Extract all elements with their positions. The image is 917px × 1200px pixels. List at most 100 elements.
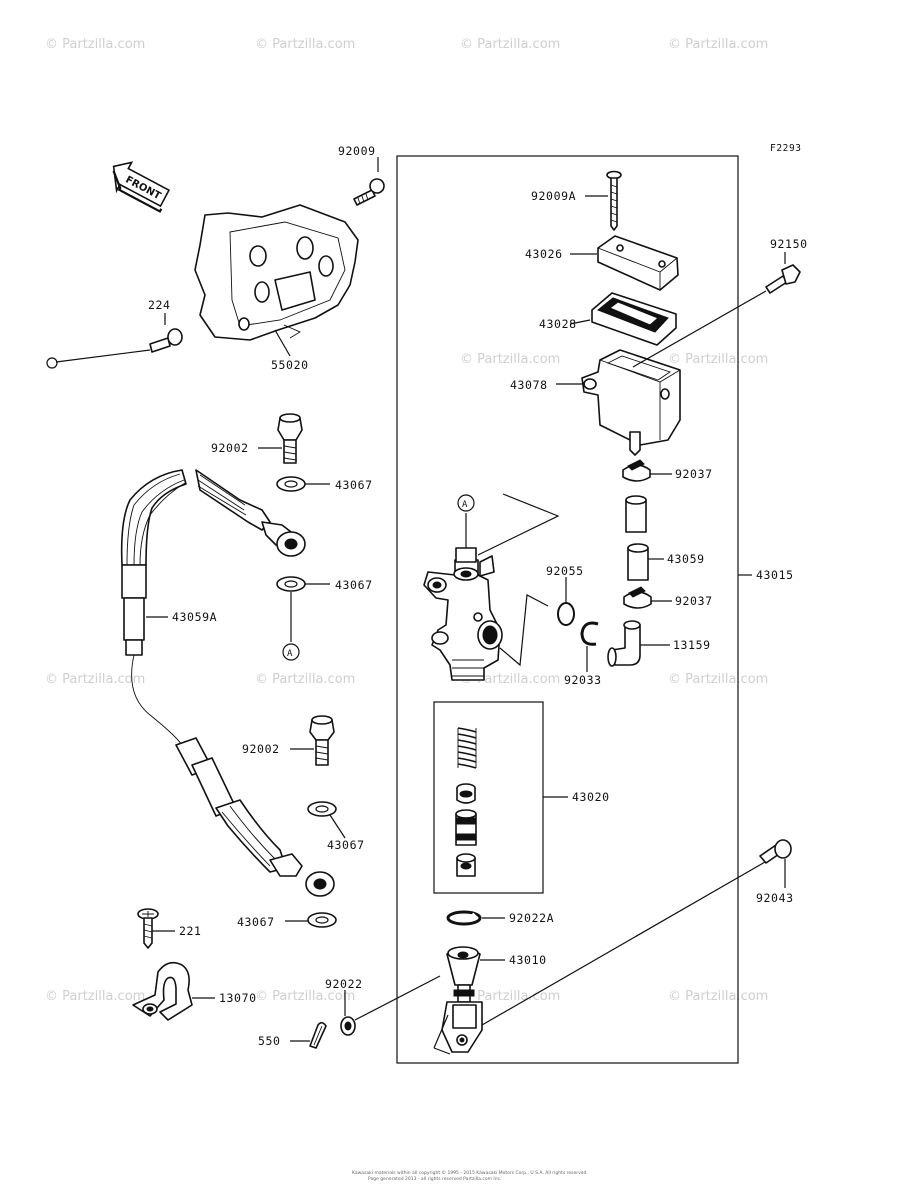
piston-cup bbox=[456, 853, 476, 877]
label-92037-lower: 92037 bbox=[675, 594, 713, 608]
label-92002-lower: 92002 bbox=[242, 742, 280, 756]
part-labels: 92009 92009A 43026 92150 43028 224 55020… bbox=[148, 144, 808, 1048]
nut-92022 bbox=[340, 1016, 356, 1036]
watermark-layer: © Partzilla.com © Partzilla.com © Partzi… bbox=[45, 37, 768, 1004]
label-92055: 92055 bbox=[546, 564, 584, 578]
assembly-frame bbox=[396, 155, 739, 1064]
leader-rod-lower2 bbox=[433, 1047, 451, 1055]
washer-4 bbox=[307, 912, 337, 928]
hose-clamp-bracket bbox=[132, 961, 193, 1021]
label-92033: 92033 bbox=[564, 673, 602, 687]
ref-marker-label: A bbox=[287, 649, 293, 659]
footer-line-2: Page generated 2013 - all rights reserve… bbox=[368, 1176, 501, 1182]
diagram-code: F2293 bbox=[770, 143, 802, 154]
elbow-fitting bbox=[607, 620, 641, 667]
label-92022: 92022 bbox=[325, 977, 363, 991]
washer-2 bbox=[276, 576, 306, 592]
watermark: © Partzilla.com bbox=[255, 989, 355, 1004]
footer-line-1: Kawasaki materials within all copyright … bbox=[352, 1169, 588, 1176]
label-92043: 92043 bbox=[756, 891, 794, 905]
master-cylinder-body bbox=[423, 547, 503, 681]
leader-rod-lower bbox=[433, 1014, 449, 1049]
label-13070: 13070 bbox=[219, 991, 257, 1005]
leader-55020 bbox=[274, 329, 291, 357]
label-92002-upper: 92002 bbox=[211, 441, 249, 455]
ref-marker-label: A bbox=[462, 500, 468, 510]
label-43059: 43059 bbox=[667, 552, 705, 566]
label-43010: 43010 bbox=[509, 953, 547, 967]
watermark: © Partzilla.com bbox=[45, 37, 145, 52]
watermark: © Partzilla.com bbox=[460, 37, 560, 52]
leader-92022-guide bbox=[354, 975, 441, 1021]
screw-92009A bbox=[606, 170, 622, 231]
reservoir-body bbox=[581, 349, 681, 456]
watermark: © Partzilla.com bbox=[668, 989, 768, 1004]
label-13159: 13159 bbox=[673, 638, 711, 652]
reservoir-hose-short bbox=[625, 495, 647, 533]
diaphragm bbox=[591, 292, 677, 346]
o-ring bbox=[557, 602, 575, 626]
spring-seat bbox=[456, 783, 476, 804]
leader-43067-c bbox=[329, 814, 346, 839]
label-92009: 92009 bbox=[338, 144, 376, 158]
label-92150: 92150 bbox=[770, 237, 808, 251]
cotter-pin bbox=[309, 1021, 327, 1049]
watermark: © Partzilla.com bbox=[668, 37, 768, 52]
ref-marker-a-lower bbox=[282, 643, 300, 661]
label-43059A: 43059A bbox=[172, 610, 217, 624]
banjo-bolt-upper bbox=[277, 413, 303, 464]
banjo-fitting-lower bbox=[305, 871, 335, 897]
banjo-bolt-lower bbox=[309, 715, 335, 766]
screw-221 bbox=[137, 908, 159, 949]
label-43067-c: 43067 bbox=[327, 838, 365, 852]
leader-43028 bbox=[569, 319, 591, 325]
label-43020: 43020 bbox=[572, 790, 610, 804]
front-arrow-icon: FRONT bbox=[112, 161, 171, 213]
leader-92043-guide bbox=[481, 861, 766, 1026]
bolt-224 bbox=[149, 328, 183, 353]
pin-92043 bbox=[759, 839, 792, 864]
label-43067-b: 43067 bbox=[335, 578, 373, 592]
leader-224-guide bbox=[55, 349, 151, 363]
label-224: 224 bbox=[148, 298, 171, 312]
reservoir-hose bbox=[627, 543, 649, 581]
leader-92150-guide bbox=[632, 290, 767, 368]
banjo-fitting-upper bbox=[261, 521, 306, 557]
ref-marker-a-upper bbox=[457, 494, 475, 512]
piston-kit-box bbox=[433, 701, 544, 894]
hose-clamp-lower bbox=[623, 586, 652, 609]
watermark: © Partzilla.com bbox=[668, 352, 768, 367]
leader-A-upper bbox=[477, 493, 560, 556]
snap-ring bbox=[446, 910, 482, 926]
label-43026: 43026 bbox=[525, 247, 563, 261]
watermark: © Partzilla.com bbox=[460, 352, 560, 367]
push-rod bbox=[441, 946, 483, 1053]
label-43015: 43015 bbox=[756, 568, 794, 582]
piston-spring bbox=[457, 727, 477, 769]
watermark: © Partzilla.com bbox=[668, 672, 768, 687]
watermark: © Partzilla.com bbox=[255, 37, 355, 52]
watermark: © Partzilla.com bbox=[45, 989, 145, 1004]
watermark: © Partzilla.com bbox=[460, 989, 560, 1004]
label-55020: 55020 bbox=[271, 358, 309, 372]
bolt-92150 bbox=[765, 264, 801, 294]
label-92037-upper: 92037 bbox=[675, 467, 713, 481]
leader-end bbox=[46, 357, 58, 369]
washer-1 bbox=[276, 476, 306, 492]
hose-clamp-upper bbox=[622, 459, 651, 482]
label-43067-a: 43067 bbox=[335, 478, 373, 492]
leader-bore bbox=[499, 594, 549, 667]
label-550: 550 bbox=[258, 1034, 281, 1048]
label-43078: 43078 bbox=[510, 378, 548, 392]
label-43028: 43028 bbox=[539, 317, 577, 331]
watermark: © Partzilla.com bbox=[255, 672, 355, 687]
caliper-guard bbox=[194, 204, 359, 341]
label-221: 221 bbox=[179, 924, 202, 938]
circlip bbox=[580, 621, 599, 646]
bolt-92009 bbox=[353, 178, 385, 206]
label-92009A: 92009A bbox=[531, 189, 576, 203]
label-92022A: 92022A bbox=[509, 911, 554, 925]
reservoir-cap bbox=[597, 235, 679, 291]
watermark: © Partzilla.com bbox=[45, 672, 145, 687]
